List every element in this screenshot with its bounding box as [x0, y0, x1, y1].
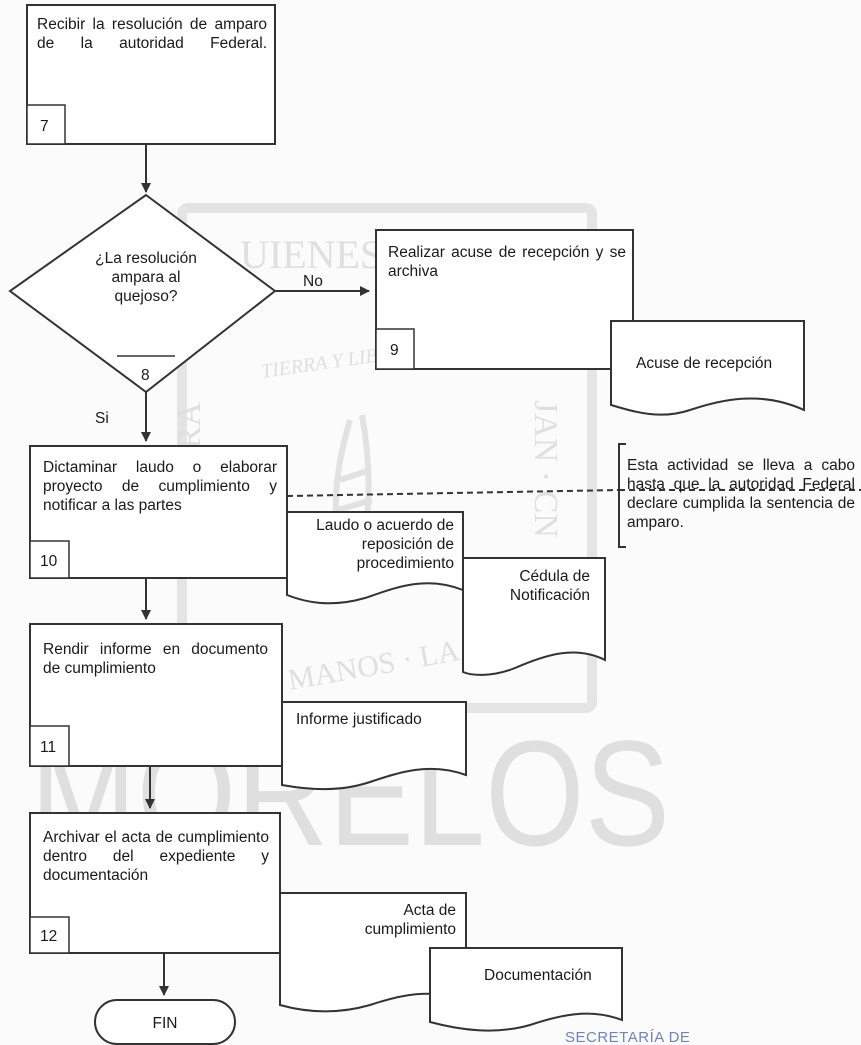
decision-8-diamond: [8, 193, 277, 394]
doc-cedula-label: Cédula de Notificación: [509, 568, 590, 604]
step-10-number-cell: [29, 540, 70, 579]
step-9-box: [375, 229, 634, 370]
branch-yes-label: Si: [95, 410, 109, 427]
doc-acta-label: Acta de cumplimiento: [364, 902, 456, 938]
doc-laudo-shape: [286, 511, 464, 605]
doc-documentacion-label: Documentación: [484, 967, 592, 984]
dashed-annotation-link: [286, 489, 620, 497]
step-7-number: 7: [40, 118, 49, 135]
connectors: [141, 144, 861, 996]
fin-terminator: [94, 999, 236, 1045]
step-7-number-cell: [26, 104, 66, 145]
step-12-box: [29, 812, 281, 954]
step-7-text: Recibir la resolución de amparo de la au…: [37, 16, 267, 52]
branch-no-label: No: [303, 273, 323, 290]
doc-informe-label: Informe justificado: [296, 711, 422, 728]
fin-label: FIN: [153, 1015, 178, 1032]
step-12-number-cell: [29, 916, 70, 954]
annotation-bracket: [618, 443, 626, 548]
decision-8-text: ¿La resolución ampara al quejoso?: [95, 250, 197, 305]
watermark-side-right: JAN · CN: [527, 400, 564, 538]
step-11-box: [29, 623, 283, 767]
step-12-text: Archivar el acta de cumplimiento dentro …: [43, 829, 269, 884]
decision-8-number: 8: [141, 367, 150, 384]
watermark-arc-text: UIENES: [240, 232, 382, 277]
watermark-plant-icon: [332, 414, 373, 562]
doc-acuse-label: Acuse de recepción: [636, 355, 772, 372]
doc-documentacion-shape: [429, 947, 623, 1032]
doc-cedula-shape: [462, 557, 606, 676]
doc-acuse-shape: [610, 320, 805, 416]
step-11-number-cell: [29, 725, 70, 767]
footer-watermark-text: SECRETARÍA DE: [565, 1029, 690, 1045]
step-9-text: Realizar acuse de recepción y se archiva: [388, 244, 626, 280]
step-7-box: [26, 4, 276, 145]
step-9-number: 9: [390, 342, 399, 359]
step-10-text: Dictaminar laudo o elaborar proyecto de …: [43, 459, 277, 514]
watermark-base-text: MANOS · LA: [285, 634, 462, 697]
doc-laudo-label: Laudo o acuerdo de reposición de procedi…: [316, 517, 454, 572]
step-10-number: 10: [40, 553, 58, 570]
step-12-number: 12: [40, 928, 57, 945]
step-11-text: Rendir informe en documento de cumplimie…: [43, 641, 268, 677]
step-10-box: [29, 445, 288, 579]
step-9-number-cell: [375, 328, 415, 370]
step-11-number: 11: [40, 739, 56, 756]
annotation-note: Esta actividad se lleva a cabo hasta que…: [627, 457, 855, 531]
doc-informe-shape: [281, 701, 467, 791]
